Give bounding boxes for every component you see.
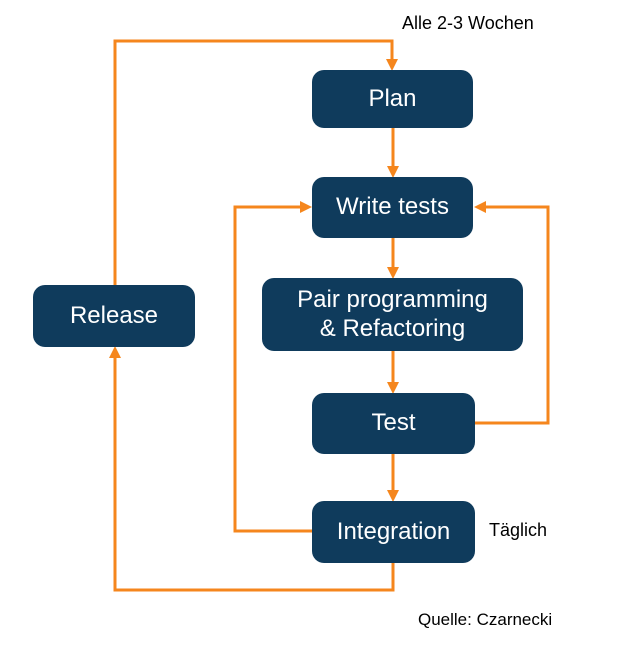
node-write-tests: Write tests	[312, 177, 473, 238]
arrowhead-into-write-tests-right	[474, 201, 486, 213]
connector-integration-to-release	[113, 358, 395, 592]
node-integration-label: Integration	[336, 517, 451, 545]
arrowhead-into-write-tests-left	[300, 201, 312, 213]
node-pair-programming: Pair programming & Refactoring	[262, 278, 523, 351]
arrowhead-into-write-tests-top	[387, 166, 399, 178]
connector-integration-to-write-tests	[233, 205, 312, 533]
annotation-iteration-frequency: Alle 2-3 Wochen	[402, 13, 534, 33]
annotation-source-credit: Quelle: Czarnecki	[418, 610, 553, 629]
node-pair-programming-label-line1: Pair programming	[297, 285, 488, 313]
connector-test-to-write-tests	[475, 205, 550, 425]
node-pair-programming-label-line2: & Refactoring	[319, 314, 466, 342]
node-integration: Integration	[312, 501, 475, 563]
connector-release-to-plan	[113, 39, 394, 285]
node-test: Test	[312, 393, 475, 454]
arrowhead-into-release	[109, 346, 121, 358]
arrowhead-into-integration	[387, 490, 399, 502]
arrowhead-into-plan	[386, 59, 398, 71]
node-test-label: Test	[371, 409, 416, 437]
node-plan-label: Plan	[368, 84, 417, 112]
node-release-label: Release	[69, 301, 159, 329]
node-release: Release	[33, 285, 195, 347]
arrowhead-into-test	[387, 382, 399, 394]
annotation-integration-frequency: Täglich	[489, 520, 548, 540]
arrowhead-into-pair	[387, 267, 399, 279]
node-write-tests-label: Write tests	[336, 193, 449, 221]
node-plan: Plan	[312, 70, 473, 128]
